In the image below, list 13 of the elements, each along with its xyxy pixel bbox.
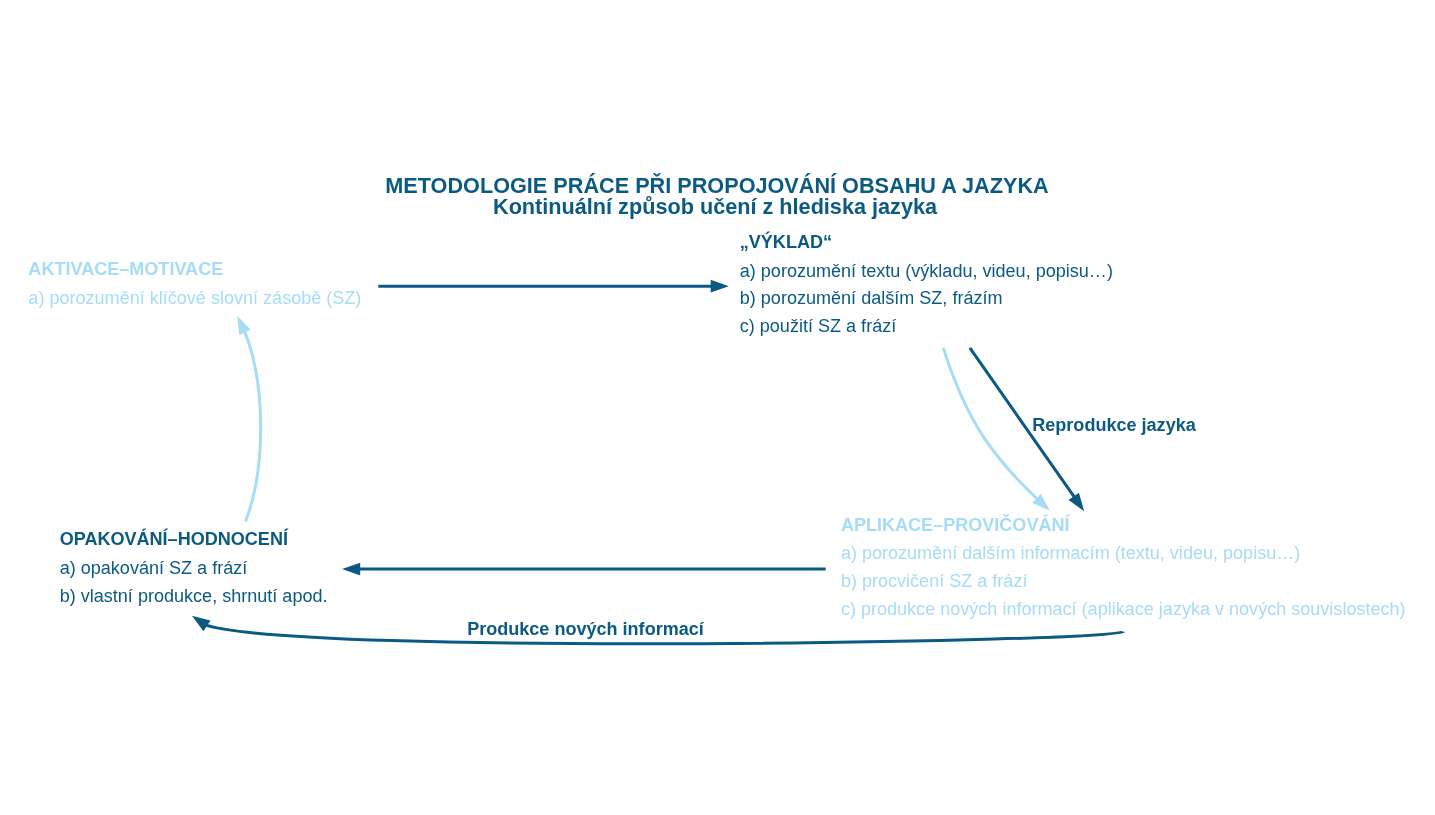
edge-label: Reprodukce jazyka	[1032, 414, 1196, 435]
node-text: „VÝKLAD“ a) porozumění textu (výkladu, videu, popisu…) b) porozumění dalším SZ, frázím c) použití SZ a frází	[739, 231, 1113, 336]
arrow	[342, 562, 826, 575]
node-text: OPAKOVÁNÍ–HODNOCENÍ a) opakování SZ a frází b) vlastní produkce, shrnutí apod.	[59, 528, 328, 606]
arrow	[941, 346, 1050, 511]
node-text: APLIKACE–PROVIČOVÁNÍ a) porozumění dalším informacím (textu, videu, popisu…) b) procvičení SZ a frází c) produkce nových informací (aplikace jazyka v nových souvislostech)	[840, 514, 1406, 619]
arrow	[237, 315, 263, 522]
caption: Kontinuální způsob učení z hlediska jazyka	[493, 193, 938, 219]
arrow	[968, 346, 1085, 511]
arrow	[191, 615, 1124, 645]
arrow	[378, 279, 729, 292]
node-text: AKTIVACE–MOTIVACE a) porozumění klíčové slovní zásobě (SZ)	[28, 258, 362, 308]
edge-label: Produkce nových informací	[467, 618, 704, 639]
